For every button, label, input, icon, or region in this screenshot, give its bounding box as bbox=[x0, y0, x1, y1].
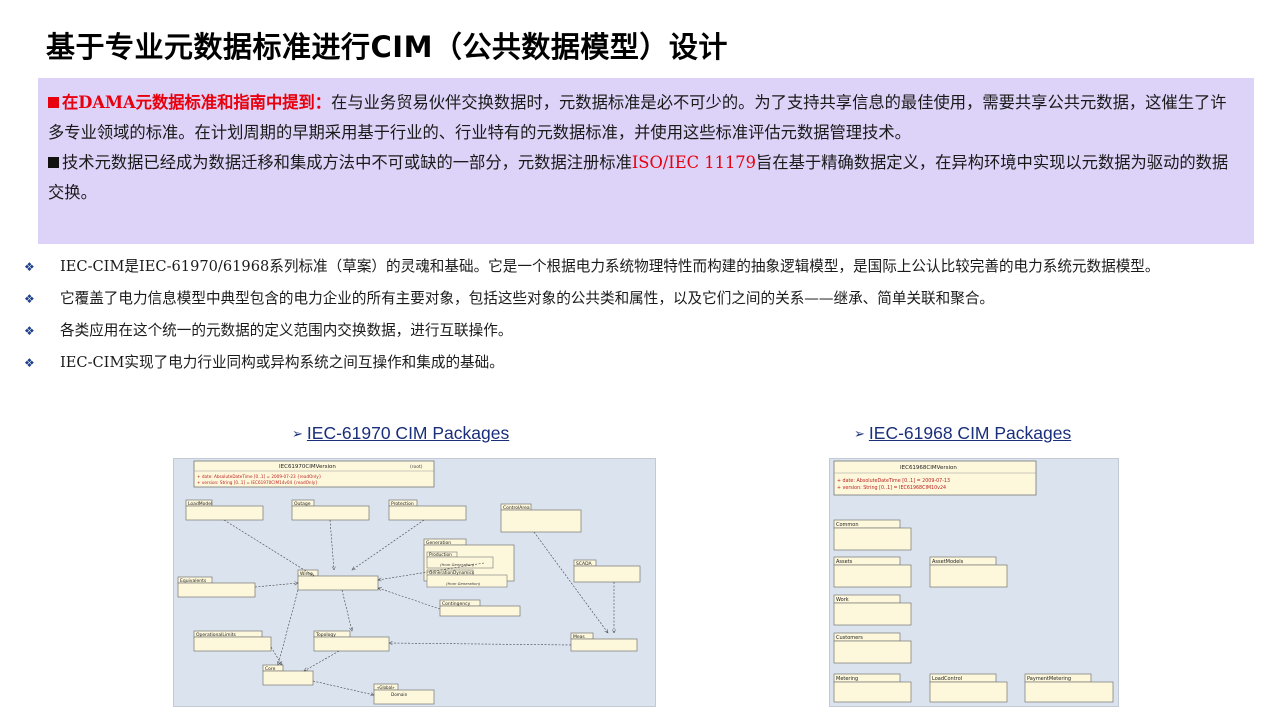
diamond-bullet-icon: ❖ bbox=[24, 324, 35, 338]
package-domain: «Global» Domain bbox=[373, 683, 435, 705]
package-topology: Topology bbox=[313, 630, 390, 652]
package-label: Protection bbox=[391, 501, 414, 507]
diamond-bullet-icon: ❖ bbox=[24, 356, 35, 370]
package-scada: SCADA bbox=[573, 559, 641, 583]
version-attr-version: + version: String [0..1] = IEC61970CIM14… bbox=[197, 480, 318, 485]
package-equivalents: Equivalents bbox=[177, 576, 256, 598]
package-controlarea: ControlArea bbox=[500, 503, 582, 533]
version-attr-date: + date: AbsoluteDateTime [0..1] = 2009-0… bbox=[197, 474, 322, 479]
package-label: Common bbox=[836, 522, 859, 528]
package-label: Customers bbox=[836, 635, 863, 641]
list-item: ❖ 各类应用在这个统一的元数据的定义范围内交换数据，进行互联操作。 bbox=[24, 320, 1260, 342]
package-stereotype: «Global» bbox=[377, 685, 395, 690]
diamond-bullet-icon: ❖ bbox=[24, 292, 35, 306]
version-attr-date: + date: AbsoluteDateTime [0..1] = 2009-0… bbox=[837, 478, 950, 484]
dama-body: 在与业务贸易伙伴交换数据时，元数据标准是必不可少的。为了支持共享信息的最佳使用，… bbox=[48, 93, 1227, 142]
package-metering: Metering bbox=[833, 673, 912, 703]
package-label: Generation bbox=[426, 540, 451, 546]
package-label: LoadModel bbox=[188, 501, 212, 507]
subpackage-label: Production bbox=[429, 552, 452, 558]
iec61968-package-diagram: IEC61968CIMVersion + date: AbsoluteDateT… bbox=[829, 458, 1119, 707]
package-core: Core bbox=[262, 664, 314, 686]
package-label: Meas bbox=[573, 634, 585, 640]
package-loadcontrol: LoadControl bbox=[929, 673, 1008, 703]
package-label: Contingency bbox=[442, 601, 471, 607]
package-label: Core bbox=[265, 666, 276, 672]
tech-metadata-before: 技术元数据已经成为数据迁移和集成方法中不可或缺的一部分，元数据注册标准 bbox=[62, 153, 632, 172]
link-iec61968-packages[interactable]: ➢IEC-61968 CIM Packages bbox=[854, 423, 1072, 443]
package-operational-limits: OperationalLimits bbox=[193, 630, 272, 652]
package-paymentmetering: PaymentMetering bbox=[1024, 673, 1114, 703]
bullet-text: IEC-CIM实现了电力行业同构或异构系统之间互操作和集成的基础。 bbox=[60, 354, 504, 371]
package-work: Work bbox=[833, 594, 912, 626]
package-label: Work bbox=[836, 597, 849, 603]
package-label: Equivalents bbox=[180, 578, 207, 584]
list-item: ❖ IEC-CIM是IEC-61970/61968系列标准（草案）的灵魂和基础。… bbox=[24, 256, 1260, 278]
package-common: Common bbox=[833, 519, 912, 551]
diamond-bullet-icon: ❖ bbox=[24, 260, 35, 274]
subpackage-origin: (from Generation) bbox=[440, 562, 475, 567]
red-square-icon bbox=[48, 97, 59, 108]
package-assetmodels: AssetModels bbox=[929, 556, 1008, 588]
package-label: ControlArea bbox=[503, 505, 530, 511]
package-meas: Meas bbox=[570, 632, 638, 652]
highlight-box: 在DAMA元数据标准和指南中提到：在与业务贸易伙伴交换数据时，元数据标准是必不可… bbox=[38, 78, 1254, 244]
package-label: Domain bbox=[391, 692, 408, 697]
version-attr-version: + version: String [0..1] = IEC61968CIM10… bbox=[837, 485, 946, 491]
bullet-text: IEC-CIM是IEC-61970/61968系列标准（草案）的灵魂和基础。它是… bbox=[60, 258, 1160, 275]
version-box-label: IEC61970CIMVersion bbox=[279, 464, 336, 470]
bullet-list: ❖ IEC-CIM是IEC-61970/61968系列标准（草案）的灵魂和基础。… bbox=[24, 256, 1260, 384]
black-square-icon bbox=[48, 157, 59, 168]
list-item: ❖ IEC-CIM实现了电力行业同构或异构系统之间互操作和集成的基础。 bbox=[24, 352, 1260, 374]
link-iec61970-packages[interactable]: ➢IEC-61970 CIM Packages bbox=[292, 423, 510, 443]
package-protection: Protection bbox=[388, 499, 467, 521]
dama-lead: 在DAMA元数据标准和指南中提到： bbox=[62, 93, 332, 112]
subpackage-label: GenerationDynamics bbox=[429, 570, 475, 576]
package-label: PaymentMetering bbox=[1027, 676, 1071, 682]
package-assets: Assets bbox=[833, 556, 912, 588]
package-generation: Generation Production (from Generation) … bbox=[423, 538, 515, 588]
package-label: Topology bbox=[315, 632, 336, 638]
version-tag: (root) bbox=[410, 464, 423, 470]
iec61970-package-diagram: IEC61970CIMVersion (root) + date: Absolu… bbox=[173, 458, 656, 707]
iso-standard: ISO/IEC 11179 bbox=[631, 153, 757, 172]
page-title: 基于专业元数据标准进行CIM（公共数据模型）设计 bbox=[46, 30, 728, 64]
package-label: Assets bbox=[836, 559, 853, 565]
package-contingency: Contingency bbox=[439, 599, 521, 617]
version-box-label: IEC61968CIMVersion bbox=[900, 465, 957, 471]
package-loadmodel: LoadModel bbox=[185, 499, 264, 521]
package-label: Metering bbox=[836, 676, 858, 682]
package-wires: Wires bbox=[297, 569, 379, 591]
package-label: Wires bbox=[300, 571, 313, 577]
package-label: LoadControl bbox=[932, 676, 962, 682]
package-label: SCADA bbox=[576, 561, 592, 567]
arrow-right-icon: ➢ bbox=[292, 426, 303, 441]
arrow-right-icon: ➢ bbox=[854, 426, 865, 441]
package-customers: Customers bbox=[833, 632, 912, 664]
list-item: ❖ 它覆盖了电力信息模型中典型包含的电力企业的所有主要对象，包括这些对象的公共类… bbox=[24, 288, 1260, 310]
bullet-text: 它覆盖了电力信息模型中典型包含的电力企业的所有主要对象，包括这些对象的公共类和属… bbox=[60, 290, 995, 307]
package-outage: Outage bbox=[291, 499, 370, 521]
package-label: OperationalLimits bbox=[196, 632, 237, 638]
highlight-paragraph-2: 技术元数据已经成为数据迁移和集成方法中不可或缺的一部分，元数据注册标准ISO/I… bbox=[48, 148, 1242, 208]
package-label: AssetModels bbox=[932, 559, 964, 565]
highlight-paragraph-1: 在DAMA元数据标准和指南中提到：在与业务贸易伙伴交换数据时，元数据标准是必不可… bbox=[48, 88, 1242, 148]
subpackage-origin: (from Generation) bbox=[446, 581, 481, 586]
package-label: Outage bbox=[294, 501, 311, 507]
bullet-text: 各类应用在这个统一的元数据的定义范围内交换数据，进行互联操作。 bbox=[60, 322, 513, 339]
tech-metadata-after: 旨在基于精确数据定义，在异构环境中实现以元数据为驱动的数据交换。 bbox=[48, 153, 1229, 202]
